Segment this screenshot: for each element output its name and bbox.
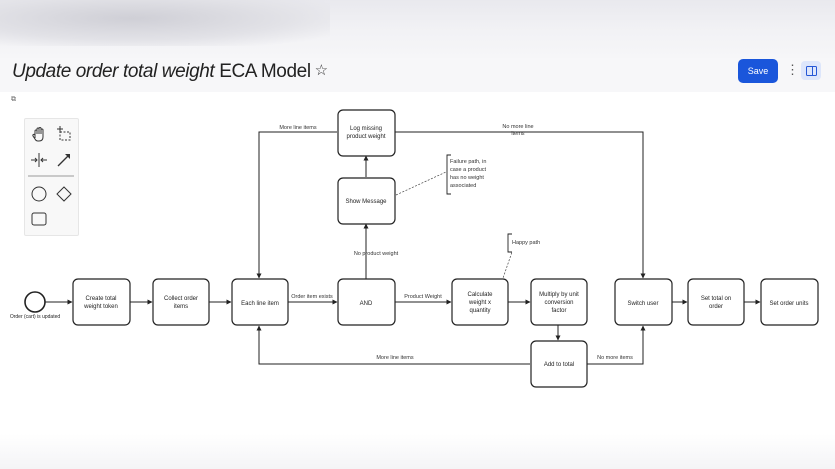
edge-log-to-switch[interactable] (395, 131, 646, 279)
save-button[interactable]: Save (738, 59, 778, 83)
annotation-failure-bracket[interactable] (446, 154, 451, 195)
hand-tool-icon[interactable] (28, 123, 50, 145)
start-event-icon[interactable] (28, 183, 50, 205)
external-link-icon[interactable]: ⧉ (11, 96, 16, 103)
edge-label-no-product-weight: No product weight (354, 251, 399, 257)
palette-separator (28, 175, 74, 177)
page-header: Update order total weight ECA Model☆ Sav… (0, 58, 835, 92)
task-set-units[interactable] (760, 278, 819, 326)
edge-label-product-weight: Product Weight (404, 294, 442, 300)
task-multiply[interactable] (530, 278, 588, 326)
gateway-icon[interactable] (53, 183, 75, 205)
space-tool-icon[interactable] (28, 149, 50, 171)
tool-palette (24, 118, 79, 236)
model-type: ECA Model (219, 61, 311, 82)
edges (45, 131, 761, 365)
annotation-connectors (395, 171, 513, 282)
task-create-token[interactable] (72, 278, 131, 326)
blurred-top-bar (0, 0, 835, 58)
edge-add-to-each[interactable] (256, 325, 530, 365)
task-switch-user[interactable] (614, 278, 673, 326)
task-set-total[interactable] (687, 278, 745, 326)
task-add-to-total-label: Add to total (544, 362, 574, 368)
task-switch-user-label: Switch user (627, 301, 658, 307)
annotation-happy-path: Happy path (512, 240, 540, 246)
modeler-canvas[interactable] (12, 108, 820, 410)
star-icon[interactable]: ☆ (314, 62, 328, 79)
task-show-message-label: Show Message (345, 199, 387, 205)
edge-label-more-items-top: More line items (279, 125, 317, 131)
task-log-missing[interactable] (337, 109, 396, 157)
edge-log-to-each[interactable] (256, 131, 337, 279)
more-options-icon[interactable]: ⋮ (786, 62, 799, 77)
task-each-line-item[interactable] (231, 278, 289, 326)
task-set-units-label: Set order units (769, 301, 808, 307)
task-and-label: AND (360, 301, 373, 307)
task-add-to-total[interactable] (530, 340, 588, 388)
start-event[interactable] (24, 291, 46, 313)
page-title: Update order total weight ECA Model☆ (12, 61, 328, 83)
annotation-happy-bracket[interactable] (507, 233, 512, 253)
task-each-line-item-label: Each line item (241, 301, 279, 307)
start-event-label: Order (cart) is updated (10, 314, 61, 320)
task-icon[interactable] (28, 208, 50, 230)
task-collect-items[interactable] (152, 278, 210, 326)
panel-toggle-icon[interactable] (801, 61, 821, 80)
edge-label-no-more-items: No more items (597, 355, 633, 361)
connect-tool-icon[interactable] (53, 149, 75, 171)
model-name: Update order total weight (12, 61, 215, 82)
edge-label-order-item-exists: Order item exists (291, 294, 333, 300)
bottom-fade (0, 410, 835, 469)
edge-label-more-items-bottom: More line items (376, 355, 414, 361)
task-and[interactable] (337, 278, 396, 326)
edge-add-to-switch[interactable] (587, 325, 646, 365)
task-calculate[interactable] (451, 278, 509, 326)
task-show-message[interactable] (337, 177, 396, 225)
lasso-tool-icon[interactable] (53, 123, 75, 145)
